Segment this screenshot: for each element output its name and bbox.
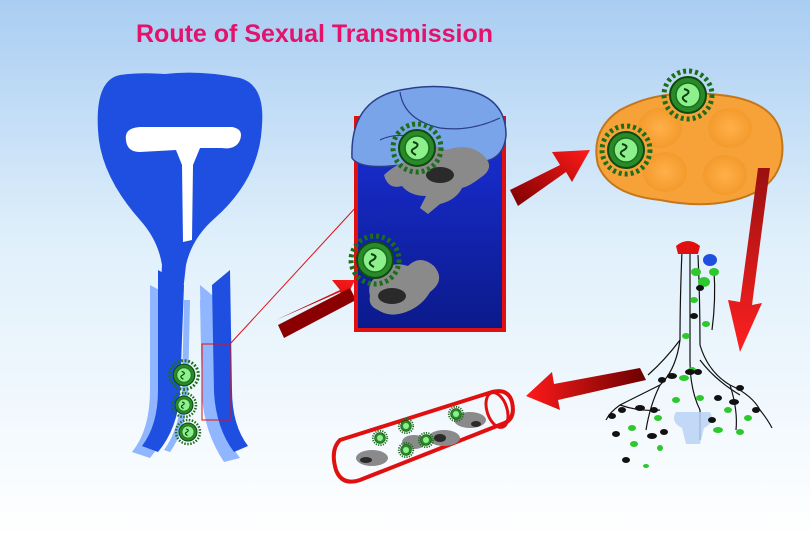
transmission-arrow-1: [276, 280, 355, 320]
virus-icon: [397, 441, 415, 459]
lymph-node: [595, 71, 784, 206]
virus-icon: [417, 431, 435, 449]
mucosa-magnified: [351, 85, 507, 332]
blood-vessel: [331, 389, 515, 484]
virus-icon: [371, 429, 389, 447]
transmission-arrow-4: [526, 368, 646, 410]
virus-icon: [664, 71, 712, 119]
magnification-box: [201, 343, 231, 421]
female-genital-tract: [97, 72, 359, 462]
diagram-title: Route of Sexual Transmission: [136, 20, 494, 48]
transmission-arrow-3: [728, 168, 770, 352]
lymphatic-network-cells: [608, 241, 760, 468]
virus-icon: [447, 405, 465, 423]
transmission-arrow-1-shaft: [278, 288, 356, 338]
transmission-arrow-2: [510, 150, 590, 206]
